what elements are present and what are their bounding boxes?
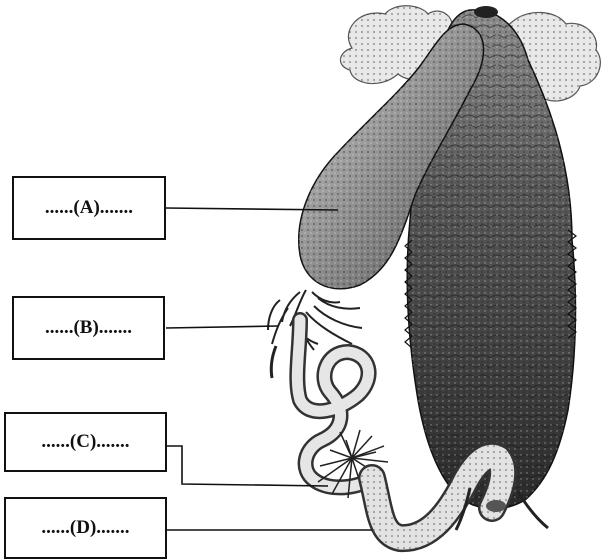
label-c-text: ......(C).......: [41, 431, 129, 453]
label-a-text: ......(A).......: [45, 197, 133, 219]
label-box-a: ......(A).......: [12, 176, 166, 240]
label-b-text: ......(B).......: [45, 317, 132, 339]
caeca-tuft: [268, 290, 362, 378]
label-d-text: ......(D).......: [41, 517, 129, 539]
label-box-d: ......(D).......: [4, 497, 167, 559]
label-box-b: ......(B).......: [12, 296, 165, 360]
leader-line-b: [166, 326, 278, 328]
label-box-c: ......(C).......: [4, 412, 167, 472]
